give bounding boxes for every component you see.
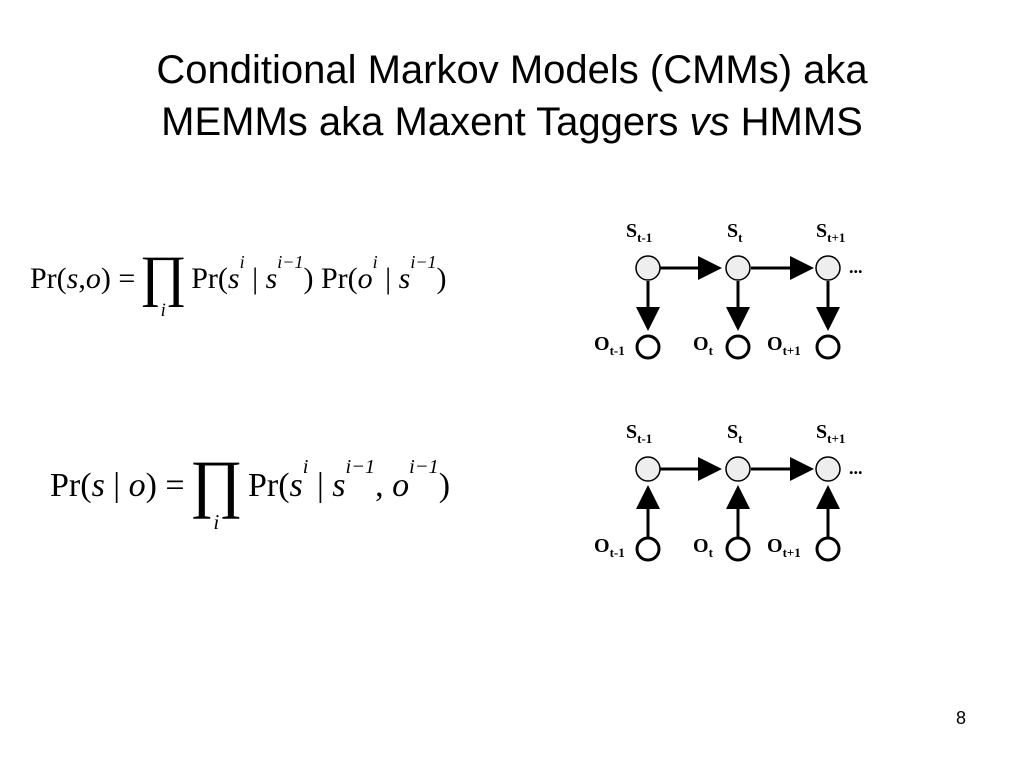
- state-node: [815, 255, 841, 281]
- eq-var-s: s: [66, 262, 79, 295]
- title-line-2: MEMMs aka Maxent Taggers vs HMMS: [0, 96, 1024, 148]
- eq-var-o: o: [392, 467, 410, 504]
- hmm-diagram: St-1 St St+1 Ot-1 Ot Ot+1 ...: [594, 220, 863, 360]
- state-node: [815, 456, 841, 482]
- ellipsis: ...: [849, 458, 863, 478]
- state-label: St: [727, 421, 743, 446]
- eq-subscript: i: [239, 252, 245, 272]
- observation-label: Ot: [693, 535, 714, 560]
- state-label: St-1: [626, 220, 652, 245]
- eq-var-s: s: [332, 467, 346, 504]
- page-number: 8: [955, 708, 966, 728]
- eq-var-o: o: [357, 262, 373, 295]
- eq-token: ) =: [100, 262, 136, 295]
- eq-subscript: i−1: [410, 252, 437, 272]
- slide-title: Conditional Markov Models (CMMs) aka MEM…: [0, 44, 1024, 148]
- eq-token: |: [377, 262, 399, 295]
- eq-subscript: i: [302, 456, 309, 478]
- eq-token: Pr(: [320, 262, 358, 295]
- observation-node: [815, 334, 841, 360]
- eq-token: Pr(: [191, 262, 228, 295]
- product-index: i: [160, 299, 166, 321]
- eq-token: |: [104, 467, 129, 504]
- state-label: St-1: [626, 421, 652, 446]
- title-emphasis-vs: vs: [689, 100, 730, 144]
- eq-var-s: s: [265, 262, 278, 295]
- state-node: [725, 456, 751, 482]
- title-line-2-part-1: MEMMs aka Maxent Taggers: [161, 100, 690, 144]
- observation-label: Ot: [693, 333, 714, 358]
- observation-node: [725, 536, 751, 562]
- eq-var-s: s: [289, 467, 303, 504]
- state-node: [635, 456, 661, 482]
- eq-subscript: i−1: [345, 456, 376, 478]
- product-index: i: [213, 510, 220, 535]
- title-line-2-part-2: HMMS: [729, 100, 863, 144]
- title-line-1: Conditional Markov Models (CMMs) aka: [156, 48, 868, 92]
- observation-label: Ot-1: [594, 333, 625, 358]
- observation-label: Ot-1: [594, 535, 625, 560]
- eq-token: |: [244, 262, 266, 295]
- eq-token: ): [438, 467, 451, 504]
- state-label: St+1: [816, 421, 845, 446]
- observation-node: [635, 536, 661, 562]
- eq-token: Pr(: [30, 262, 67, 295]
- observation-label: Ot+1: [767, 333, 801, 358]
- eq-subscript: i−1: [409, 456, 439, 478]
- state-label: St: [727, 220, 743, 245]
- eq-var-o: o: [85, 262, 101, 295]
- observation-node: [815, 536, 841, 562]
- eq-var-s: s: [91, 467, 105, 504]
- observation-node: [725, 334, 751, 360]
- eq-token: Pr(: [247, 467, 290, 504]
- eq-subscript: i: [372, 252, 378, 272]
- state-label: St+1: [816, 220, 845, 245]
- observation-node: [635, 334, 661, 360]
- eq-token: ,: [375, 467, 393, 504]
- eq-token: ) =: [145, 467, 185, 504]
- state-node: [725, 255, 751, 281]
- eq-var-s: s: [227, 262, 240, 295]
- eq-token: ): [303, 262, 314, 295]
- ellipsis: ...: [849, 257, 863, 277]
- eq-token: Pr(: [50, 467, 92, 504]
- eq-var-s: s: [398, 262, 411, 295]
- eq-token: ): [436, 262, 447, 295]
- eq-token: |: [308, 467, 333, 504]
- state-node: [635, 255, 661, 281]
- observation-label: Ot+1: [767, 535, 801, 560]
- eq-var-o: o: [128, 467, 146, 504]
- cmm-diagram: St-1 St St+1 Ot-1 Ot Ot+1 ...: [594, 421, 863, 562]
- eq-token: ,: [78, 262, 86, 295]
- eq-subscript: i−1: [277, 252, 304, 272]
